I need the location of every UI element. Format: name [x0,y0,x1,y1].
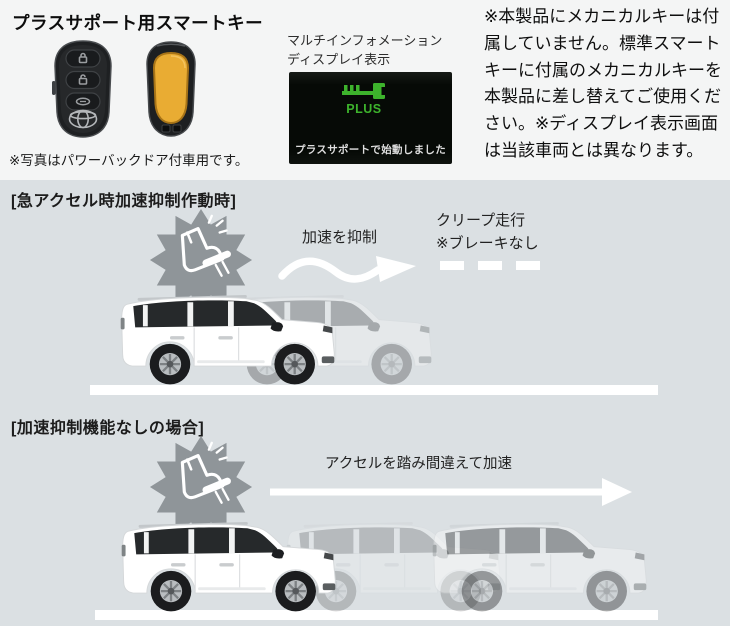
lock-button-icon [65,49,101,68]
yellow-key-panel [152,51,190,125]
smart-key-back-photo [146,41,196,137]
green-key-icon [341,83,385,99]
display-caption: マルチインフォメーション ディスプレイ表示 [287,31,442,69]
accel-label: アクセルを踏み間違えて加速 [325,456,513,472]
suv-image [112,289,344,389]
display-message: プラスサポートで始動しました [295,144,446,156]
toyota-logo [68,109,98,129]
plus-support-indicator: PLUS [341,81,387,116]
plus-label: PLUS [346,102,382,116]
creep-label: クリープ走行 ※ブレーキなし [436,210,539,255]
suv-image [113,516,345,616]
trunk-button-icon [65,92,101,111]
straight-arrow-icon [270,478,632,506]
side-note: ※本製品にメカニカルキーは付属していません。標準スマートキーに付属のメカニカルキ… [484,7,722,160]
suv-ghost-image [424,516,656,616]
suppress-label: 加速を抑制 [302,229,378,246]
multi-information-display: PLUS プラスサポートで始動しました [289,72,452,164]
creep-label-line2: ※ブレーキなし [436,234,539,252]
section-heading-suppression: [急アクセル時加速抑制作動時] [11,193,237,210]
wavy-arrow-icon [278,256,416,283]
creep-label-line1: クリープ走行 [436,212,526,229]
display-caption-line1: マルチインフォメーション [287,33,443,48]
dashed-stop-line [440,261,542,270]
photo-note: ※写真はパワーバックドア付車用です。 [9,153,249,168]
display-caption-line2: ディスプレイ表示 [287,52,391,67]
road-line [90,385,658,395]
road-line [95,610,658,620]
section-heading-no-suppression: [加速抑制機能なしの場合] [11,420,205,437]
page-title: プラスサポート用スマートキー [12,13,264,33]
smart-key-front-photo [52,40,112,138]
unlock-button-icon [65,70,101,90]
